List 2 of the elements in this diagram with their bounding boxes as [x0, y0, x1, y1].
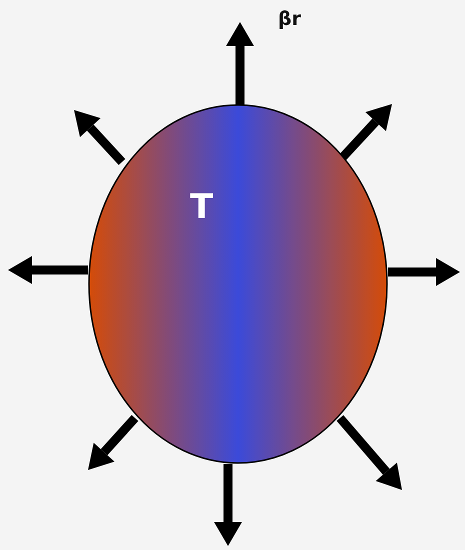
arrow-label: βr [278, 10, 301, 29]
node-label: T [190, 190, 214, 224]
